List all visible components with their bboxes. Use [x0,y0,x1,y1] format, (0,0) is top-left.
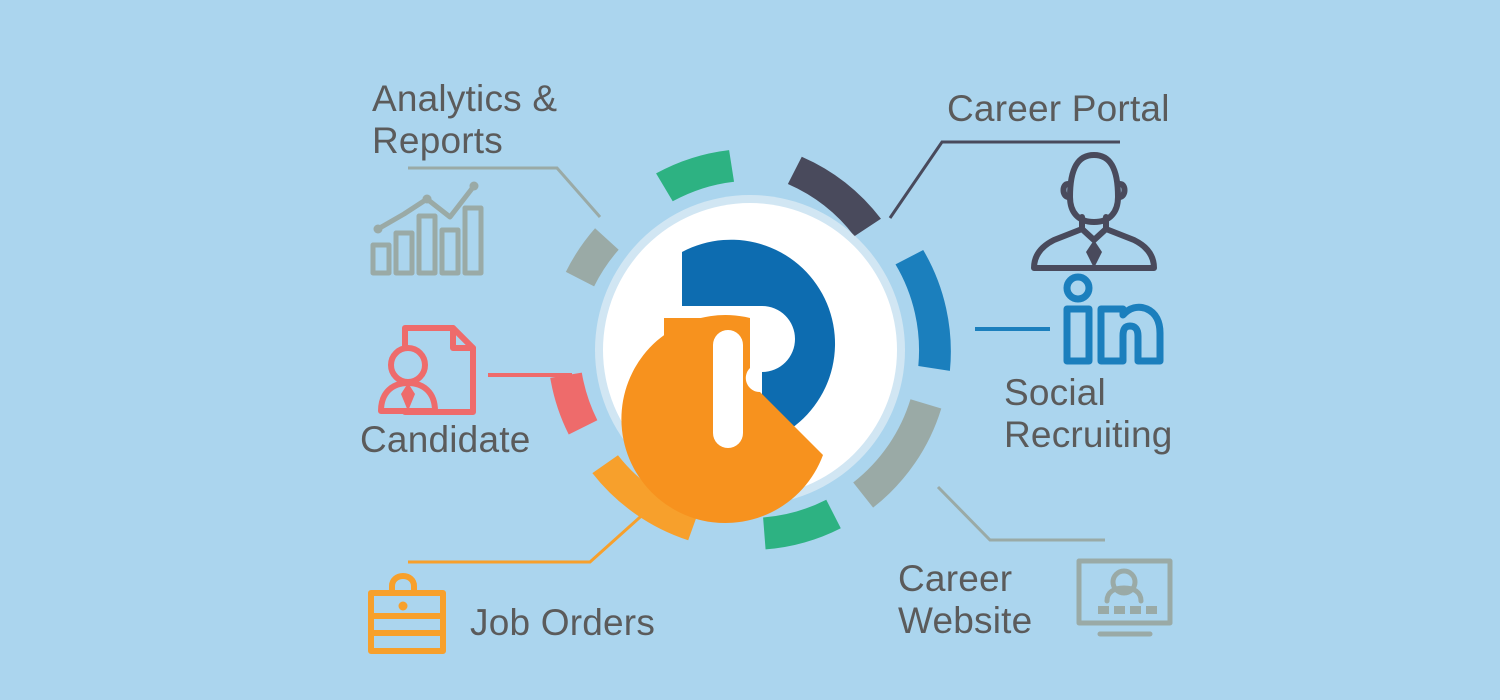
ring-segment-green-bottom[interactable] [763,499,841,550]
ring-segment-analytics[interactable] [565,228,619,287]
feature-label-candidate: Candidate [360,419,531,460]
ring-segment-green-top[interactable] [656,150,735,202]
connector-analytics [408,166,602,218]
logo-mark-blue [682,239,836,443]
document-person-icon [378,325,476,415]
logo-stem [713,330,743,448]
linkedin-in-icon [1063,273,1164,365]
businessman-icon [1031,152,1157,271]
connector-lines [408,140,1120,564]
ring-segment-career-website[interactable] [853,399,942,508]
connector-career-website [936,485,1105,542]
briefcase-icon [368,573,446,654]
connector-job-orders [408,508,650,564]
feature-label-analytics: Analytics & Reports [372,78,558,161]
feature-label-career-website: Career Website [898,558,1033,641]
feature-label-career-portal: Career Portal [947,88,1170,129]
feature-label-job-orders: Job Orders [470,602,656,643]
monitor-profile-icon [1076,558,1173,637]
ring-segment-candidate[interactable] [550,372,598,435]
center-logo-group[interactable] [595,195,905,524]
connector-career-portal [888,140,1120,219]
feature-label-social-recruiting: Social Recruiting [1004,372,1173,455]
ring-segment-career-portal[interactable] [787,156,881,237]
ring-segment-social-recruiting[interactable] [895,250,951,371]
ring-segment-job-orders[interactable] [592,455,699,541]
feature-ring [550,150,951,550]
bar-chart-trend-icon [370,181,484,276]
